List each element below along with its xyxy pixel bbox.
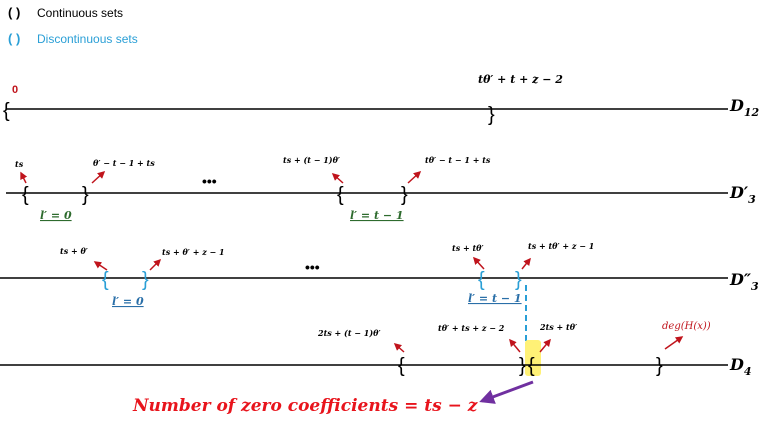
d3pp-ellipsis: •••: [305, 259, 320, 275]
d4-open-bracket: {: [398, 355, 405, 377]
d3p-set1-left-arrow: [331, 172, 344, 184]
d4-a-arrow: [393, 343, 405, 353]
line-d3-prime: { } { } ••• ts θ′ − t − 1 + ts ts + (t −…: [6, 155, 756, 222]
d4-a-label: 2ts + (t − 1)θ′: [317, 328, 381, 338]
d12-end-label: tθ′ + t + z − 2: [478, 73, 563, 86]
d3pp-set1-left-label: ts + tθ′: [452, 243, 485, 253]
d12-line-label: D12: [729, 96, 760, 119]
d3p-set0-close: }: [82, 184, 89, 206]
d3p-set0-open: {: [22, 184, 29, 206]
legend-discontinuous-bracket: ( ): [8, 31, 20, 46]
d3p-set1-index: l′ = t − 1: [350, 209, 404, 222]
d12-close-bracket: }: [488, 104, 495, 126]
caption-arrow: [479, 380, 534, 404]
d3pp-set1-open: {: [478, 269, 485, 291]
d3pp-set0-left-arrow: [93, 261, 108, 271]
d3p-set1-close: }: [401, 184, 408, 206]
legend-continuous-bracket: ( ): [8, 5, 20, 20]
d3pp-set0-open: {: [102, 269, 109, 291]
d3pp-set1-right-arrow: [521, 257, 531, 270]
d3pp-set0-left-label: ts + θ′: [60, 246, 89, 256]
d3p-set0-left-label: ts: [15, 159, 24, 169]
d3p-set0-right-label: θ′ − t − 1 + ts: [93, 158, 155, 168]
d4-line-label: D4: [729, 355, 752, 378]
d4-deg-arrow: [664, 336, 684, 350]
d3p-ellipsis: •••: [202, 173, 217, 189]
d3pp-set1-right-label: ts + tθ′ + z − 1: [528, 241, 594, 251]
d3pp-set1-left-arrow: [472, 256, 485, 270]
d4-b-arrow: [509, 338, 521, 353]
d4-close-bracket: }: [656, 355, 663, 377]
d3p-set0-left-arrow: [20, 171, 28, 184]
d3p-set1-open: {: [337, 184, 344, 206]
d4-c-label: 2ts + tθ′: [539, 322, 578, 332]
legend-continuous-label: Continuous sets: [37, 6, 123, 20]
line-d4: { } { } 2ts + (t − 1)θ′ tθ′ + ts + z − 2…: [0, 321, 752, 378]
d3pp-set1-close: }: [515, 269, 522, 291]
d3p-set1-right-arrow: [407, 170, 422, 184]
d3p-line-label: D′3: [729, 183, 756, 206]
d3pp-line-label: D″3: [729, 270, 759, 293]
d4-c-arrow: [539, 338, 551, 353]
legend: ( ) Continuous sets ( ) Discontinuous se…: [8, 5, 138, 46]
zero-coefficients-caption: Number of zero coefficients = ts − z: [132, 396, 478, 416]
d12-open-bracket: {: [3, 100, 10, 122]
d3pp-set0-close: }: [142, 269, 149, 291]
zero-coefficient-highlight: [525, 340, 541, 376]
d3p-set1-left-label: ts + (t − 1)θ′: [283, 155, 341, 165]
d3pp-set1-index: l′ = t − 1: [468, 292, 522, 305]
d3p-set0-index: l′ = 0: [40, 209, 72, 222]
d4-mid-close-bracket: }: [519, 355, 526, 377]
d4-mid-open-bracket: {: [528, 355, 535, 377]
d3pp-set0-index: l′ = 0: [112, 295, 144, 308]
legend-discontinuous-label: Discontinuous sets: [37, 32, 138, 46]
d4-deg-label: deg(H(x)): [662, 321, 711, 332]
d12-start-label: 0: [12, 84, 18, 96]
d3p-set1-right-label: tθ′ − t − 1 + ts: [425, 155, 491, 165]
d4-b-label: tθ′ + ts + z − 2: [438, 323, 505, 333]
d3pp-set0-right-arrow: [149, 258, 162, 271]
d3p-set0-right-arrow: [91, 170, 106, 184]
d3pp-set0-right-label: ts + θ′ + z − 1: [162, 247, 225, 257]
line-d12: { } 0 tθ′ + t + z − 2 D12: [3, 73, 760, 126]
line-d3-double-prime: { } { } ••• ts + θ′ ts + θ′ + z − 1 ts +…: [0, 241, 759, 308]
